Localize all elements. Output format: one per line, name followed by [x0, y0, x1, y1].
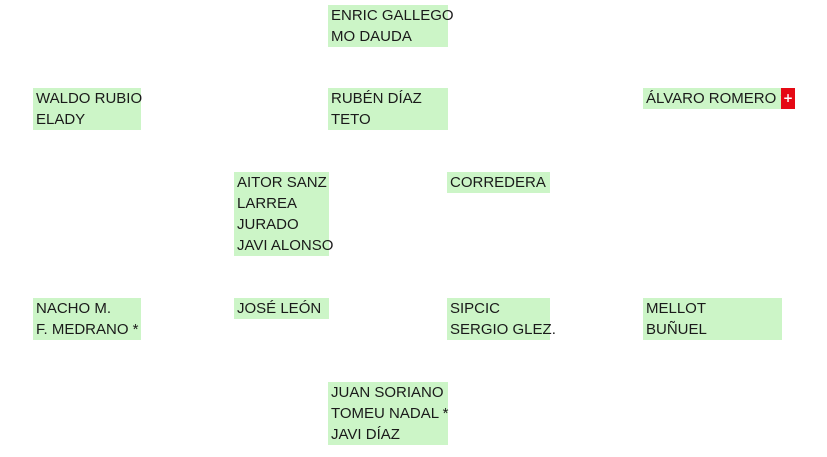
player-name: AITOR SANZ: [237, 174, 327, 191]
player-name: CORREDERA: [450, 174, 546, 191]
position-box-bottom: JUAN SORIANO TOMEU NADAL * JAVI DÍAZ: [328, 382, 449, 445]
player-name: BUÑUEL: [646, 321, 707, 338]
position-box-center: RUBÉN DÍAZ TETO: [328, 88, 448, 130]
player-name: NACHO M.: [36, 300, 111, 317]
player-name: LARREA: [237, 195, 298, 212]
player-name: TETO: [331, 111, 371, 128]
player-name: MO DAUDA: [331, 28, 412, 45]
player-name: JUAN SORIANO: [331, 384, 444, 401]
position-box-mid-left: AITOR SANZ LARREA JURADO JAVI ALONSO: [234, 172, 334, 256]
player-name: ENRIC GALLEGO: [331, 7, 454, 24]
position-box-def-left: NACHO M. F. MEDRANO *: [33, 298, 141, 340]
position-box-left-wing: WALDO RUBIO ELADY: [33, 88, 143, 130]
position-box-def-center-right: SIPCIC SERGIO GLEZ.: [447, 298, 556, 340]
player-name: JURADO: [237, 216, 299, 233]
player-name: JAVI DÍAZ: [331, 426, 400, 443]
player-name: SERGIO GLEZ.: [450, 321, 556, 338]
position-box-right-wing: ÁLVARO ROMERO *: [643, 88, 787, 109]
position-box-top-center: ENRIC GALLEGO MO DAUDA: [328, 5, 454, 47]
position-box-def-center-left: JOSÉ LEÓN: [234, 298, 329, 319]
player-name: JOSÉ LEÓN: [237, 300, 322, 317]
position-box-mid-right: CORREDERA: [447, 172, 550, 193]
player-name: ELADY: [36, 111, 86, 128]
player-name: JAVI ALONSO: [237, 237, 334, 254]
injury-cross-icon: +: [781, 88, 795, 109]
player-name: SIPCIC: [450, 300, 501, 317]
player-name: F. MEDRANO *: [36, 321, 139, 338]
player-name: TOMEU NADAL *: [331, 405, 449, 422]
player-name: WALDO RUBIO: [36, 90, 143, 107]
player-name: ÁLVARO ROMERO *: [646, 90, 787, 107]
position-box-def-right: MELLOT BUÑUEL: [643, 298, 782, 340]
player-name: RUBÉN DÍAZ: [331, 90, 422, 107]
player-name: MELLOT: [646, 300, 707, 317]
